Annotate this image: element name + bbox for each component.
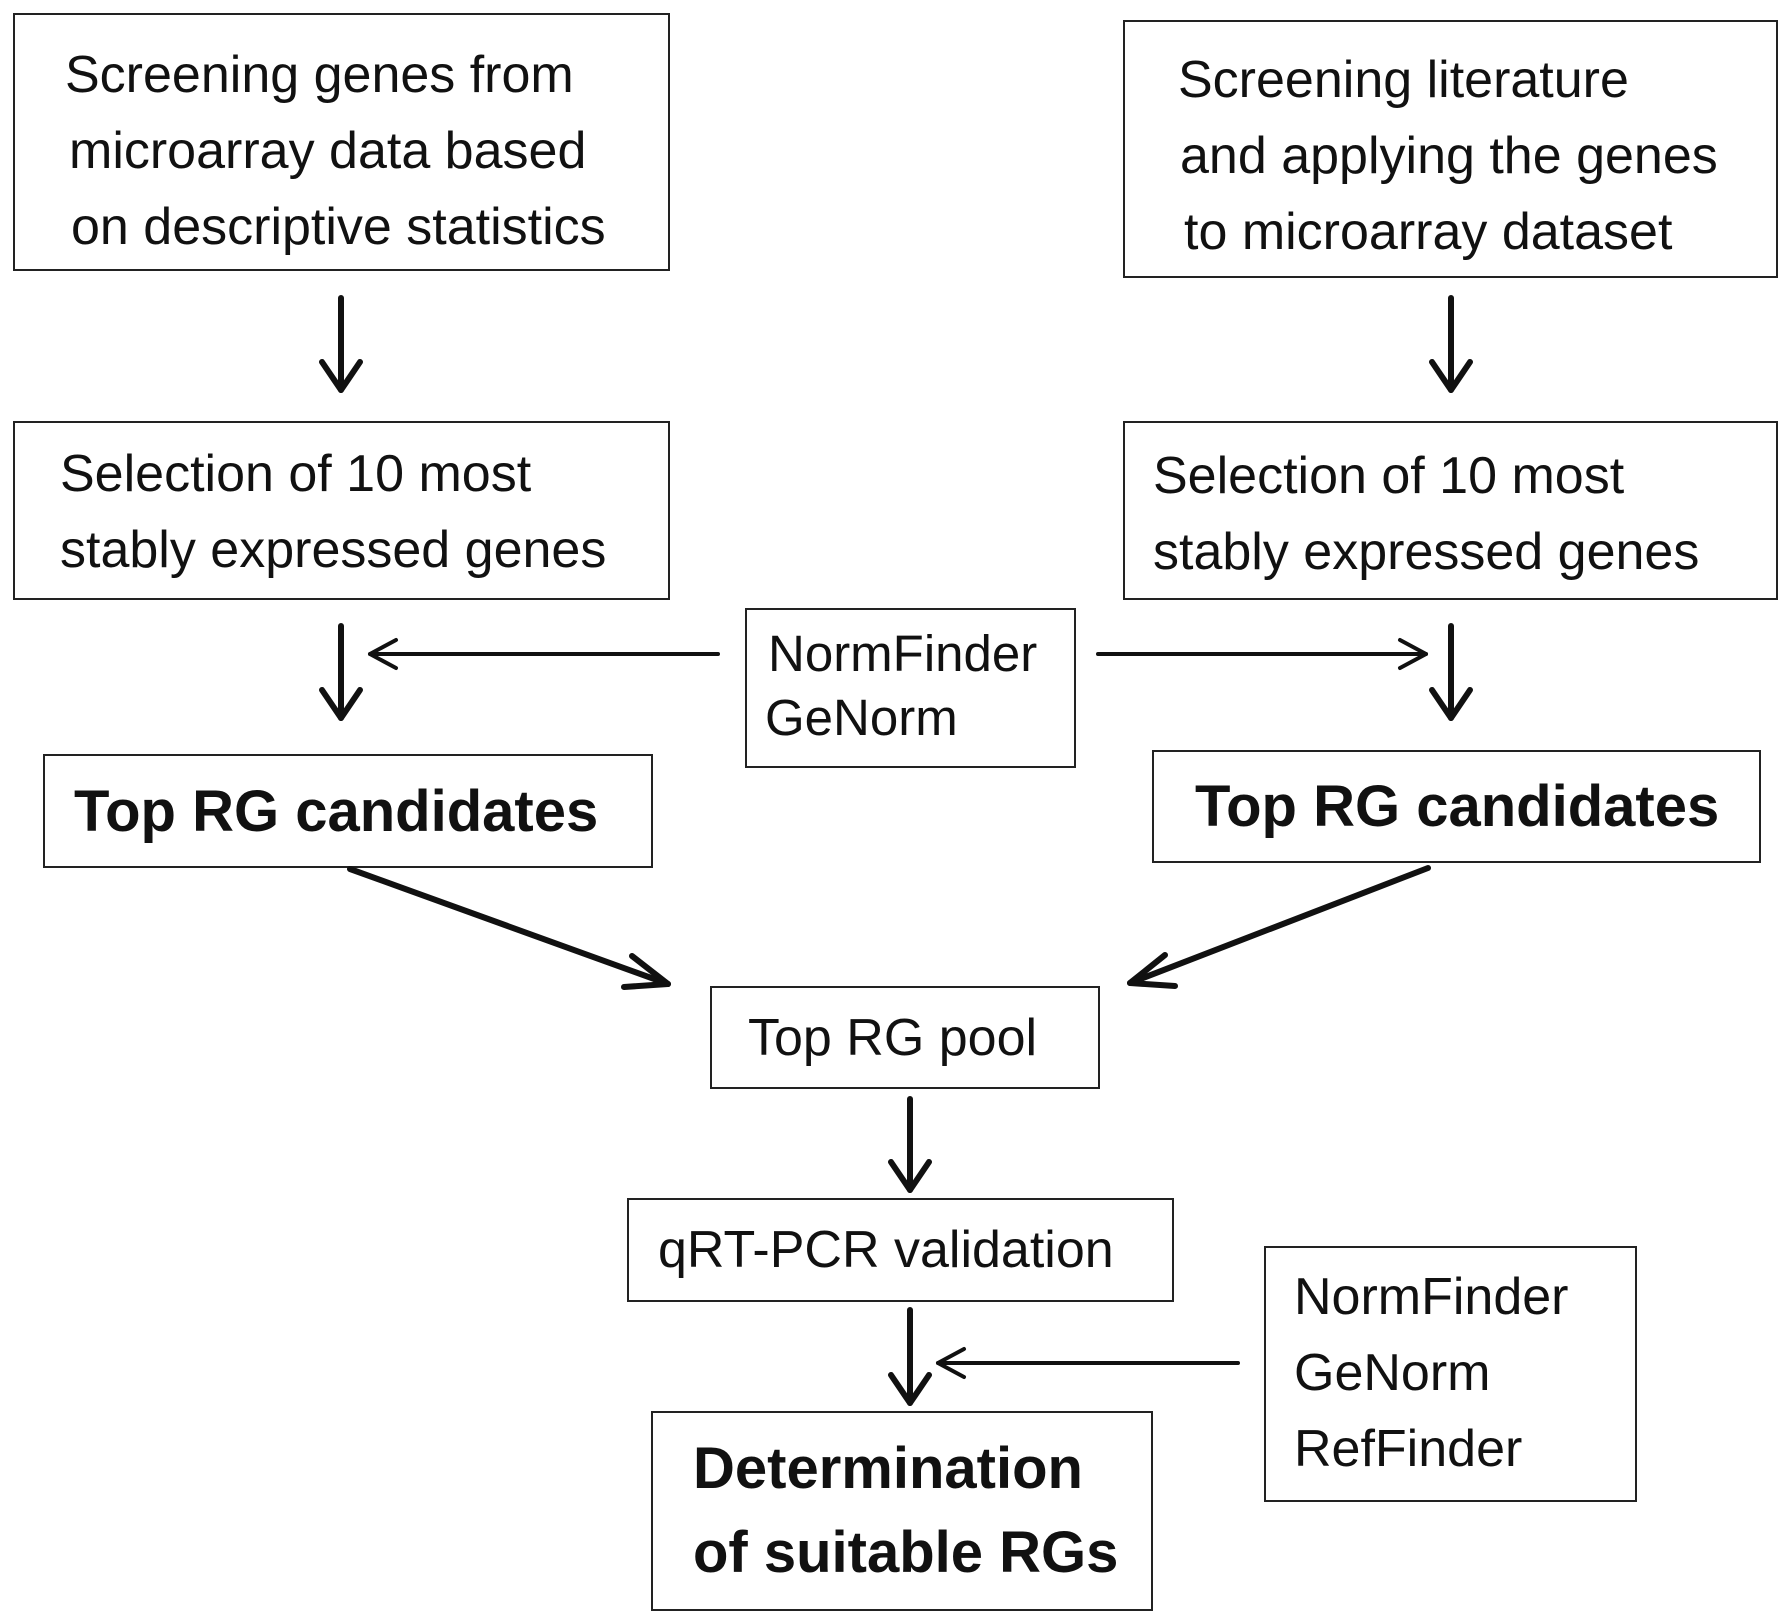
- right-screening-line: to microarray dataset: [1184, 203, 1673, 261]
- arrow-left-to-pool: [347, 866, 671, 987]
- right-screening-line: Screening literature: [1178, 51, 1629, 109]
- right-top-candidates-label: Top RG candidates: [1195, 774, 1720, 839]
- top-rg-pool-box: Top RG pool: [710, 986, 1100, 1089]
- final-tools-box: NormFinder GeNorm RefFinder: [1264, 1246, 1637, 1502]
- left-selection-line: Selection of 10 most: [60, 445, 532, 503]
- left-screening-line: microarray data based: [69, 122, 587, 180]
- left-top-candidates-label: Top RG candidates: [74, 778, 599, 844]
- mid-tool-item: GeNorm: [765, 689, 958, 746]
- right-screening-line: and applying the genes: [1180, 127, 1718, 185]
- final-tool-item: RefFinder: [1294, 1420, 1523, 1478]
- result-line: of suitable RGs: [693, 1520, 1119, 1585]
- arrowhead-right-down-2: [1429, 687, 1473, 721]
- arrowhead-left-down-1: [319, 359, 363, 393]
- left-selection-line: stably expressed genes: [60, 521, 607, 579]
- arrowhead-tools-to-right: [1398, 638, 1428, 670]
- validation-box: qRT-PCR validation: [627, 1198, 1174, 1302]
- arrowhead-left-down-2: [319, 687, 363, 721]
- right-selection-line: stably expressed genes: [1153, 523, 1700, 581]
- arrowhead-right-to-pool: [1127, 952, 1178, 989]
- top-rg-pool-label: Top RG pool: [748, 1008, 1038, 1067]
- right-selection-box: Selection of 10 most stably expressed ge…: [1123, 421, 1778, 600]
- final-tool-item: NormFinder: [1294, 1268, 1569, 1326]
- right-top-candidates-box: Top RG candidates: [1152, 750, 1761, 863]
- result-line: Determination: [693, 1436, 1083, 1501]
- arrowhead-final-tools-to-flow: [936, 1347, 966, 1379]
- arrowhead-pool-to-validation: [888, 1159, 932, 1193]
- left-screening-line: Screening genes from: [65, 46, 574, 104]
- arrow-right-to-pool: [1127, 865, 1431, 986]
- result-box: Determination of suitable RGs: [651, 1411, 1153, 1611]
- arrowhead-tools-to-left: [368, 638, 398, 670]
- validation-label: qRT-PCR validation: [658, 1221, 1114, 1279]
- left-screening-line: on descriptive statistics: [71, 198, 606, 256]
- left-selection-box: Selection of 10 most stably expressed ge…: [13, 421, 670, 600]
- final-tool-item: GeNorm: [1294, 1344, 1491, 1402]
- arrowhead-left-to-pool: [621, 953, 671, 990]
- left-top-candidates-box: Top RG candidates: [43, 754, 653, 868]
- right-selection-line: Selection of 10 most: [1153, 447, 1625, 505]
- arrowhead-validation-to-result: [888, 1372, 932, 1406]
- right-screening-box: Screening literature and applying the ge…: [1123, 20, 1778, 278]
- mid-tools-box: NormFinder GeNorm: [745, 608, 1076, 768]
- mid-tool-item: NormFinder: [768, 625, 1038, 682]
- arrowhead-right-down-1: [1429, 359, 1473, 393]
- left-screening-box: Screening genes from microarray data bas…: [13, 13, 670, 271]
